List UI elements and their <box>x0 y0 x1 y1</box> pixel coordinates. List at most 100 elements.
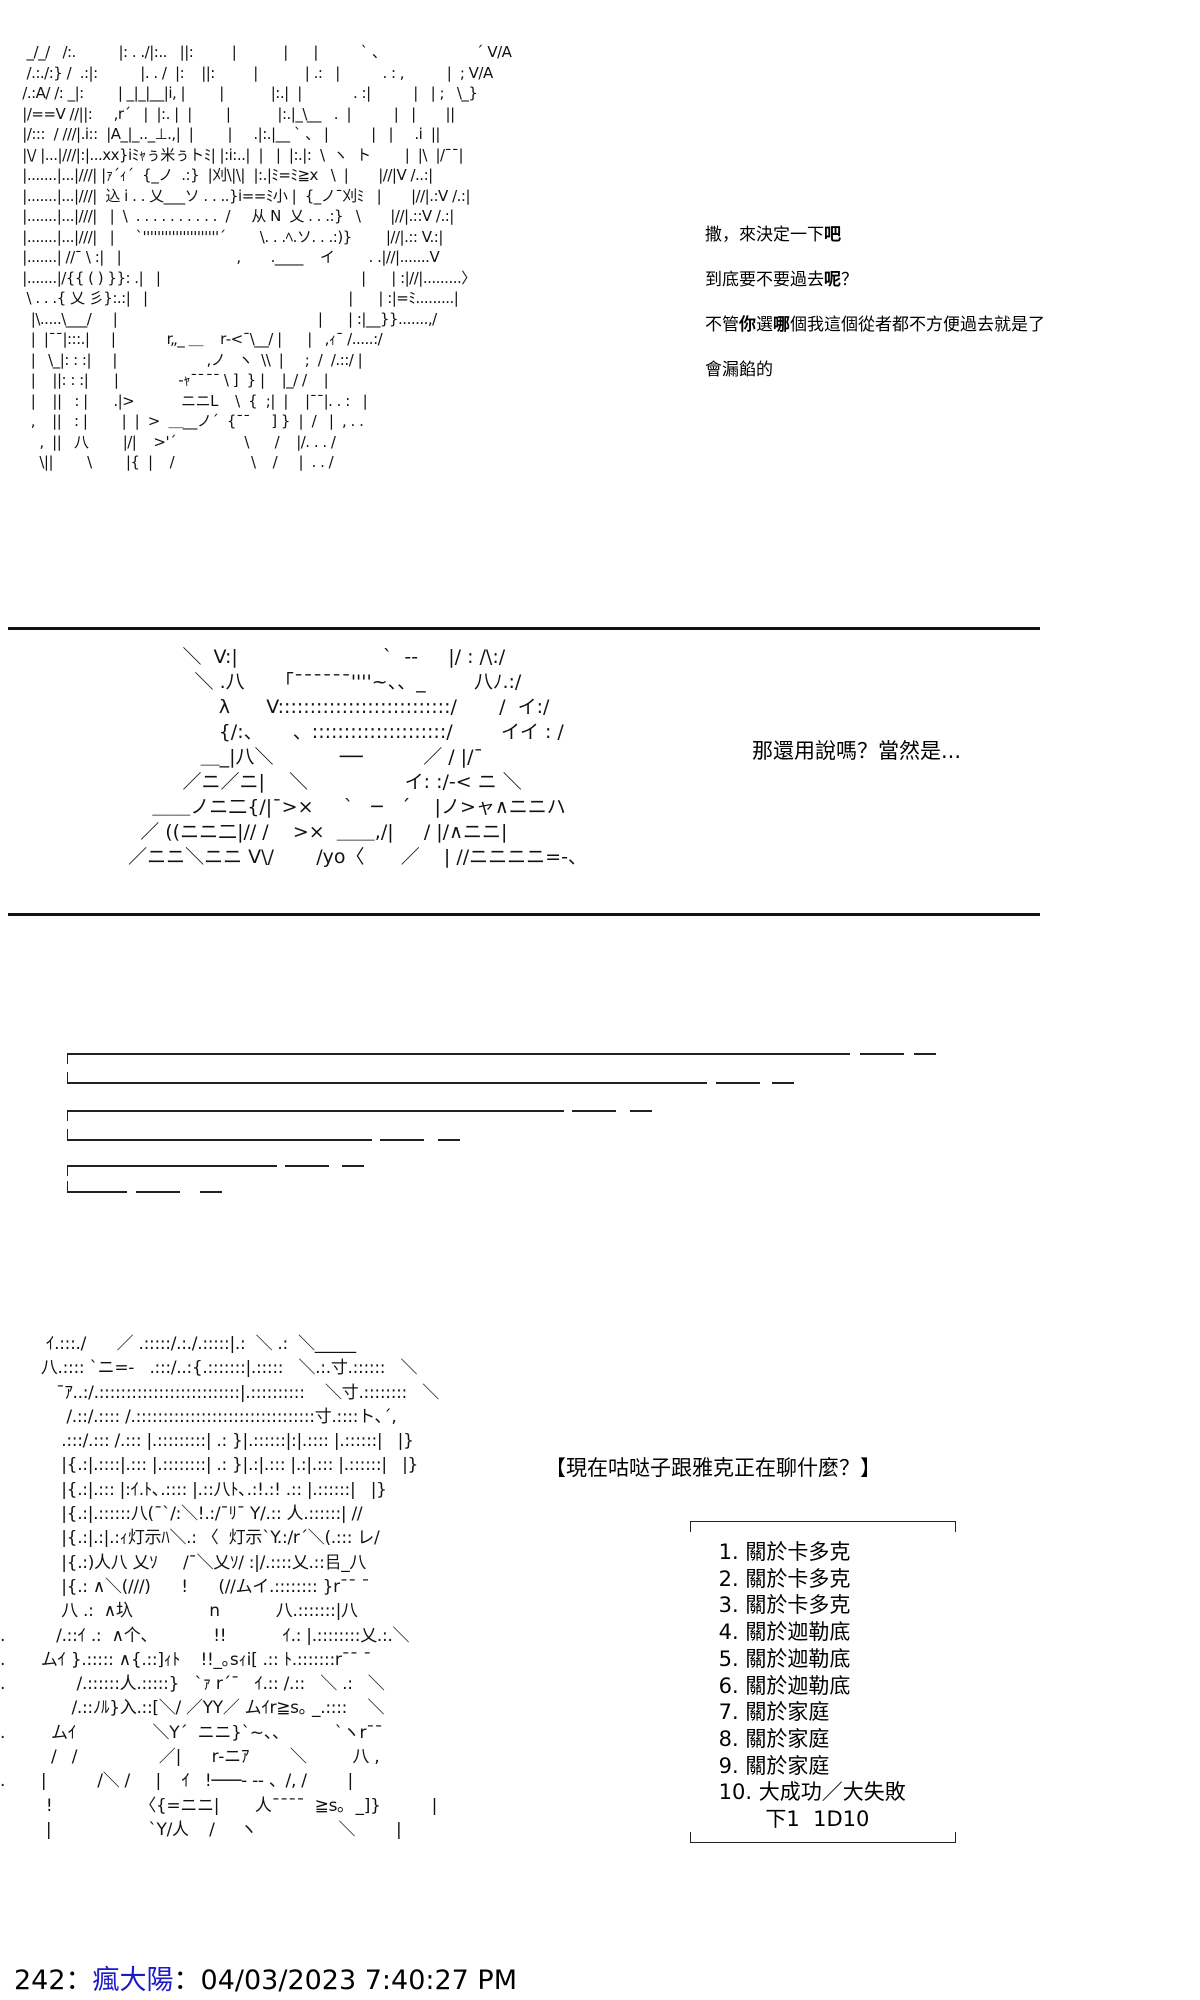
line-text: 不管 <box>705 315 739 335</box>
art-line: |/==V //||: ,r´ | |:. | | | |:.|_\__ . |… <box>18 104 455 123</box>
art-line: . /.::ｲ .: ∧个、 !! ｲ.: |.::::::::乂.:.＼ <box>0 1625 410 1646</box>
option-item: 8. 關於家庭 <box>712 1726 830 1751</box>
post-header: 242：瘋大陽：04/03/2023 7:40:27 PM <box>14 1958 517 1997</box>
art-line: | ||: : :| | ‐ｬ¯¯ ̄¯ \ ] } | |_/ / | <box>18 371 329 389</box>
art-line: | \_|: : :| | ,ノ ヽ \\ | ; / /.::/ | <box>18 350 363 369</box>
option-item: 1. 關於卡多克 <box>712 1540 851 1564</box>
bracket-seg <box>67 1110 564 1112</box>
option-item: 6. 關於迦勒底 <box>712 1673 851 1698</box>
dialogue-line-3: 不管你選哪個我這個從者都不方便過去就是了 <box>705 310 1045 355</box>
option-item: 3. 關於卡多克 <box>712 1593 851 1618</box>
dialogue-top: 撒，來決定一下吧 到底要不要過去呢？ 不管你選哪個我這個從者都不方便過去就是了 … <box>705 220 1045 400</box>
bracket-seg <box>572 1110 616 1112</box>
art-line: ／ニニ＼ニニ V\/ /yo〈 ／ | //ニニニニ=-、 <box>110 846 587 868</box>
art-line: . ムｲ }.::::: ∧{.::]ｨﾄ !!_｡sｨi[ .:: ﾄ.:::… <box>0 1649 372 1670</box>
art-line: \|| \ |{ | / \ / | . . / <box>18 453 334 471</box>
art-line: | `Y/人 / ヽ ＼ | <box>0 1819 402 1840</box>
line-tail: 個我這個從者都不方便過去就是了 <box>790 315 1045 335</box>
bracket-seg <box>67 1139 372 1141</box>
art-line: . | /＼ / | ｲ !───‐ ‐- 、/, / | <box>0 1771 353 1792</box>
art-line: ＿_|八＼ ── ／ / |/¯ <box>110 746 483 768</box>
panel-rule-bottom <box>8 913 1040 916</box>
art-line: ｲ.:::./ ／ .:::::/.:./.:::::|.: ＼ .: ＼___… <box>0 1334 356 1354</box>
post-number: 242 <box>14 1965 66 1996</box>
line-text: 撒，來決定一下 <box>705 225 824 245</box>
art-line: {/:、 、:::::::::::::::::::::/ イイ : / <box>110 721 564 743</box>
art-line: | || : | .|> ニニL \ { ;| | |¯¯|. . : | <box>18 391 368 410</box>
art-line: ＼ .八 「¯¯¯¯¯¯''''~、、_ 八ﾉ.:/ <box>110 671 522 693</box>
art-line: ¯ｱ..:/.::::::::::::::::::::::::::|.:::::… <box>0 1382 439 1403</box>
option-item: 4. 關於迦勒底 <box>712 1620 851 1645</box>
box-top-border <box>690 1521 956 1532</box>
art-line: | |¯¯|:::.| | r„_ ＿ r‐<¯\__/ | | ,ｨ¯ /..… <box>18 330 383 348</box>
line-tail: ？ <box>841 270 858 290</box>
option-item: 下1 1D10 <box>712 1807 870 1832</box>
ascii-art-bottom: ｲ.:::./ ／ .:::::/.:./.:::::|.: ＼ .: ＼___… <box>0 1332 439 1842</box>
art-line: |.......|...|///| | \ . . . . . . . . . … <box>18 207 454 225</box>
bracket-seg <box>380 1139 424 1141</box>
art-line: 八.:::: `ニ=- .:::/..:{.:::::::|.::::: ＼.:… <box>0 1358 418 1379</box>
line-text: 到底要不要過去 <box>705 270 824 290</box>
art-line: |{.:)人八 乂ｿ /¯＼乂ｿ/ :|/.::::乂.::㠯_八 <box>0 1552 367 1573</box>
bracket-seg <box>914 1053 936 1055</box>
art-line: ／ニ／ニ| ＼ イ: :/-< ニ ＼ <box>110 771 522 793</box>
bracket-seg <box>285 1165 329 1167</box>
bracket-seg <box>342 1165 364 1167</box>
line-bold: 哪 <box>773 315 790 335</box>
option-item: 10. 大成功／大失敗 <box>712 1780 906 1805</box>
ascii-art-top: _/_/ /:. |: . ./|:.. ||: | | | ` 、 ´ V/A… <box>18 42 512 473</box>
bracket-seg <box>438 1139 460 1141</box>
art-line: .:::/.::: /.::: |.:::::::::| .: }|.:::::… <box>0 1431 414 1452</box>
art-line: |.......|/{{ ( ) }}: .| | | | :|//|.....… <box>18 268 476 287</box>
art-line: . ムｲ ＼Y´ ニニ}`~、、 `ヽr¯¯ <box>0 1722 383 1743</box>
art-line: |{.:|.::::|.::: |.::::::::| .: }|.:|.:::… <box>0 1455 419 1476</box>
art-line: |{.: ∧＼(///) ! (//ムイ.:::::::: }r¯¯ ¯ <box>0 1576 370 1597</box>
author-link[interactable]: 瘋大陽 <box>92 1965 174 1996</box>
bracket-seg <box>772 1082 794 1084</box>
art-line: /.::ﾉﾙ}入.::[＼/ ／YY／ ムｲr≧s｡ _.:::: ＼ <box>0 1698 385 1719</box>
panel-rule-top <box>8 627 1040 630</box>
line-bold: 呢 <box>824 270 841 290</box>
option-item: 9. 關於家庭 <box>712 1753 830 1778</box>
bracket-seg <box>200 1191 222 1193</box>
bracket-seg <box>716 1082 760 1084</box>
art-line: /.::/.:::: /.:::::::::::::::::::::::::::… <box>0 1406 397 1427</box>
line-text: 會漏餡的 <box>705 360 773 380</box>
art-line: |.......| //¯ \ :| | , .____ イ . .|//|..… <box>18 248 440 266</box>
option-item: 7. 關於家庭 <box>712 1700 830 1725</box>
art-line: |{.:|.::::::八(¯`/:＼!.:/¯ﾘ¯ Y/.:: 人.:::::… <box>0 1504 363 1525</box>
ascii-art-middle: ＼ V:| ` ‐- |/ : /\:/ ＼ .八 「¯¯¯¯¯¯''''~、、… <box>110 645 587 870</box>
art-line: / / ／| r‐ニｱ ＼ 八 , <box>0 1747 380 1768</box>
dialogue-middle: 那還用說嗎？當然是... <box>752 739 962 763</box>
art-line: |.......|...|///| |ｧ´ｨ´ {_ノ .:} |刈\|\| |… <box>18 166 433 184</box>
art-line: /.:A/ /: _|: | _|_|__|i, | | |:.| | . :|… <box>18 84 478 102</box>
bracket-corner <box>67 1053 68 1064</box>
dialogue-line-4: 會漏餡的 <box>705 355 1045 400</box>
post-timestamp: 04/03/2023 7:40:27 PM <box>200 1965 517 1996</box>
options-list: 1. 關於卡多克 2. 關於卡多克 3. 關於卡多克 4. 關於迦勒底 5. 關… <box>712 1539 906 1833</box>
bracket-corner <box>67 1110 68 1121</box>
line-tail: 選 <box>756 315 773 335</box>
bracket-seg <box>67 1165 277 1167</box>
bracket-seg <box>860 1053 904 1055</box>
art-line: |\/ |...|///|:|...xx}iﾐｬぅ米ぅトﾐ| |:i:..| |… <box>18 145 464 164</box>
art-line: 八 .: ∧圦 n 八.:::::::|八 <box>0 1601 358 1622</box>
art-line: , || : | | | > ＿__ノ´ {¯¯ ] } | / | , . . <box>18 412 364 430</box>
art-line: |.......|...|///| | `'''''''''''''''''''… <box>18 227 443 246</box>
bracket-seg <box>630 1110 652 1112</box>
separator: ： <box>173 1965 201 1996</box>
box-bottom-border <box>690 1832 956 1843</box>
art-line: . /.::::::人.:::::} `ｧ r´¯ ｲ.:: /.:: ＼ .:… <box>0 1674 385 1695</box>
bracket-seg <box>136 1191 180 1193</box>
art-line: ＿＿ノニ二{/|¯>× ` ─ ´ |ノ>ャ∧ニニハ <box>110 796 566 818</box>
option-item: 5. 關於迦勒底 <box>712 1646 851 1671</box>
separator: ： <box>65 1965 93 1996</box>
art-line: ! 〈{=ニニ| 人¯¯¯¯ ≧s｡ _]} | <box>0 1795 438 1816</box>
art-line: _/_/ /:. |: . ./|:.. ||: | | | ` 、 ´ V/A <box>18 43 512 61</box>
art-line: ＼ V:| ` ‐- |/ : /\:/ <box>110 646 506 668</box>
option-item: 2. 關於卡多克 <box>712 1566 851 1591</box>
art-line: |{.:|.:|.:ｨ灯示ﾊ＼.: 〈 灯示`Y.:/r´＼(.::: レ/ <box>0 1528 380 1549</box>
art-line: |\.....\___/ | | | :|__}}.......,/ <box>18 309 437 328</box>
bracket-seg <box>67 1191 127 1193</box>
bracket-corner <box>67 1165 68 1176</box>
